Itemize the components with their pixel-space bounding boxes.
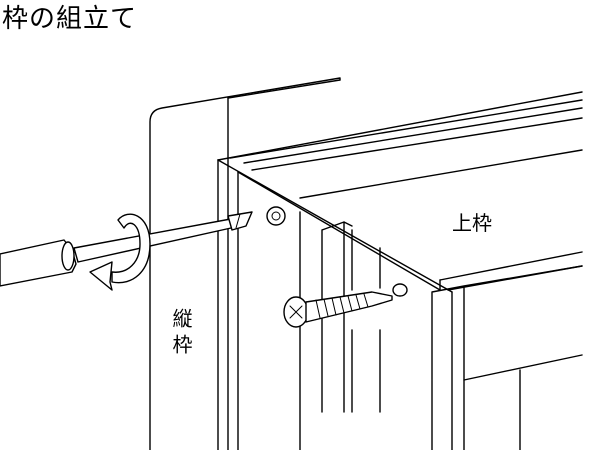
screwdriver-tip-line [235, 213, 241, 229]
page-title: 枠の組立て [2, 4, 138, 34]
top-frame-rail-3 [299, 149, 583, 199]
screwdriver-collar [61, 241, 75, 271]
screw [283, 291, 393, 328]
top-frame-label: 上枠 [452, 211, 492, 235]
screw-hole-frame [266, 206, 286, 226]
screwdriver [0, 211, 253, 287]
wall-panel-top-edge [227, 79, 341, 99]
rotation-arrow [89, 213, 151, 291]
top-frame-lower-lines [463, 369, 521, 450]
screwdriver-tip [227, 211, 253, 231]
top-frame-end-block [431, 265, 583, 450]
top-frame-outer-top-2 [229, 99, 583, 159]
screw-threads [315, 293, 369, 319]
screw-hole-frame-inner [271, 211, 281, 221]
top-frame-rail-1 [243, 107, 583, 164]
rotation-arrow-head [89, 261, 113, 291]
top-frame-rail-2 [251, 117, 583, 171]
screw-shank [305, 291, 393, 323]
screwdriver-handle [0, 239, 77, 287]
top-frame-bottom-edge [439, 251, 583, 281]
rotation-arrow-loop [111, 213, 151, 284]
screw-head-slot [289, 305, 303, 319]
screwdriver-shaft [73, 217, 241, 263]
top-frame-outer-top [217, 91, 583, 161]
vertical-frame-groove [321, 221, 353, 413]
screw-hole-end [392, 283, 408, 297]
wall-panel [149, 77, 341, 450]
vertical-frame-label: 縦枠 [169, 308, 193, 360]
miter-edge-inner [237, 171, 441, 291]
